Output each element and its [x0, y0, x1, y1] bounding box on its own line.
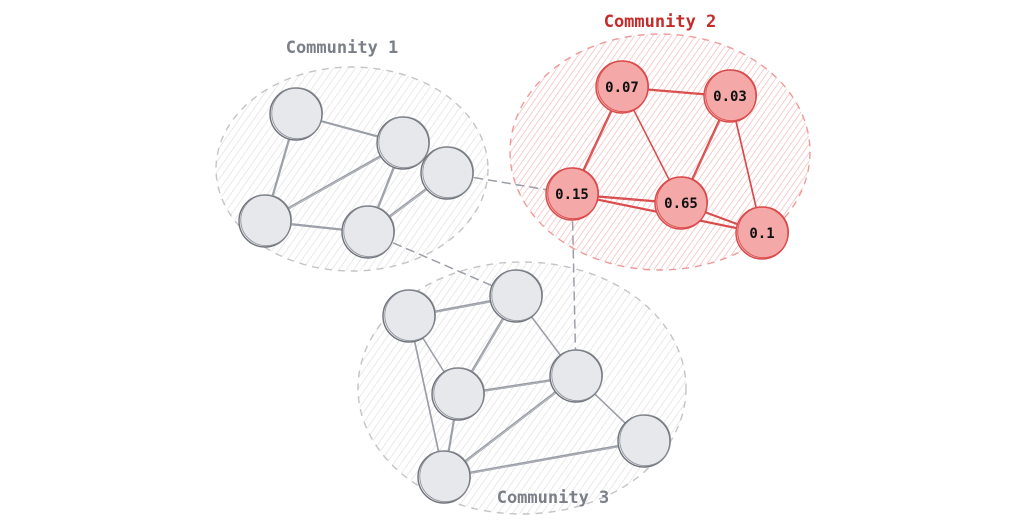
graph-node — [376, 116, 431, 170]
node-circle-sketch — [433, 367, 486, 420]
graph-node — [238, 194, 293, 248]
graph-node — [417, 450, 472, 504]
community-2-title: Community 2 — [604, 12, 717, 32]
graph-node: 0.03 — [703, 69, 757, 123]
node-circle-sketch — [378, 116, 431, 168]
graph-node — [549, 349, 603, 403]
node-circle-sketch — [384, 289, 437, 342]
node-circle-sketch — [547, 167, 599, 220]
graph-node — [420, 146, 475, 200]
node-value-label: 0.03 — [713, 89, 747, 105]
inter-community-edge — [571, 193, 577, 377]
node-circle-sketch — [419, 450, 472, 503]
node-value-label: 0.1 — [749, 226, 774, 242]
graph-nodes: 0.07 0.03 0.15 0.65 0.1 — [238, 60, 789, 504]
node-circle-sketch — [619, 414, 671, 467]
graph-node — [269, 87, 324, 141]
graph-node — [341, 205, 396, 259]
node-circle-sketch — [656, 176, 708, 229]
graph-node — [431, 367, 486, 421]
edge-stroke — [367, 231, 517, 297]
node-value-label: 0.15 — [555, 187, 589, 203]
inter-community-edge — [367, 231, 517, 297]
node-value-label: 0.07 — [605, 80, 639, 96]
graph-node: 0.07 — [595, 60, 649, 114]
edge-stroke — [571, 193, 577, 377]
graph-node — [617, 414, 671, 468]
community-titles: Community 1 Community 2 Community 3 — [286, 12, 717, 508]
node-circle-sketch — [597, 60, 649, 112]
node-circle-sketch — [240, 194, 293, 247]
graph-node: 0.1 — [735, 206, 789, 260]
edge-stroke — [444, 376, 578, 479]
graph-edge — [443, 375, 578, 479]
node-circle-sketch — [551, 349, 603, 402]
node-value-label: 0.65 — [664, 196, 698, 212]
edge-stroke — [408, 315, 445, 478]
graph-edge — [443, 440, 646, 479]
community-3-title: Community 3 — [497, 488, 610, 508]
community-1-title: Community 1 — [286, 38, 399, 58]
edge-stroke — [443, 440, 645, 478]
graph-node — [382, 289, 437, 343]
node-circle-sketch — [271, 87, 324, 139]
node-circle-sketch — [737, 206, 789, 259]
node-circle-sketch — [705, 69, 757, 121]
graph-node — [489, 269, 544, 323]
edge-stroke — [444, 441, 646, 479]
node-circle-sketch — [491, 269, 544, 322]
node-circle-sketch — [422, 146, 475, 199]
graph-node: 0.15 — [545, 167, 599, 221]
graph-node: 0.65 — [654, 176, 708, 230]
edge-stroke — [443, 375, 577, 478]
node-circle-sketch — [343, 205, 396, 258]
